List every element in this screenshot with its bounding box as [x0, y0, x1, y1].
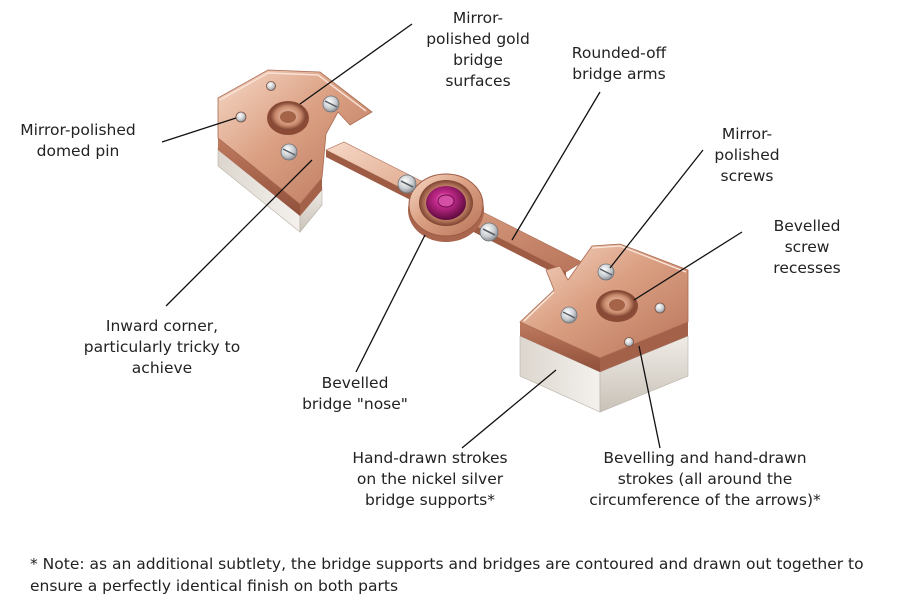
- screw-icon: [280, 143, 298, 161]
- screw-icon: [560, 306, 578, 324]
- left-bridge-side-right: [300, 178, 322, 216]
- right-block-details: [560, 263, 666, 347]
- label-screws: Mirror- polished screws: [714, 125, 780, 185]
- label-supports-strokes: Hand-drawn strokes on the nickel silver …: [352, 449, 508, 509]
- label-bridge-nose: Bevelled bridge "nose": [302, 374, 408, 413]
- label-inward-corner: Inward corner, particularly tricky to ac…: [83, 317, 241, 377]
- label-domed-pin: Mirror-polished domed pin: [20, 121, 136, 160]
- footnote: * Note: as an additional subtlety, the b…: [30, 555, 864, 595]
- domed-pin-icon: [624, 337, 634, 347]
- label-rounded-off-bridge-arms: Rounded-off bridge arms: [571, 44, 667, 83]
- domed-pin-icon: [654, 302, 666, 314]
- leader-screws: [609, 149, 704, 269]
- screw-icon: [397, 174, 417, 194]
- right-bridge-side-right: [600, 322, 688, 372]
- leader-domed-pin: [161, 117, 237, 143]
- label-gold-bridge-surfaces: Mirror- polished gold bridge surfaces: [426, 9, 530, 90]
- domed-pin-icon: [235, 111, 247, 123]
- center-jewel-setting: [397, 173, 499, 242]
- right-bridge-side: [520, 322, 600, 372]
- screw-icon: [479, 222, 499, 242]
- leader-supports: [461, 369, 557, 449]
- right-support-side: [599, 335, 689, 413]
- leader-bevelling: [638, 345, 661, 449]
- label-screw-recesses: Bevelled screw recesses: [773, 217, 841, 277]
- leader-inward-corner: [165, 159, 313, 307]
- leader-gold-surfaces: [299, 23, 413, 105]
- left-bridge-side: [218, 138, 300, 216]
- leader-screw-recesses: [633, 231, 743, 301]
- domed-pin-icon: [266, 81, 276, 91]
- label-bevelling-strokes: Bevelling and hand-drawn strokes (all ar…: [589, 449, 821, 509]
- screw-icon: [322, 95, 340, 113]
- leader-lines: [161, 23, 743, 449]
- leader-bridge-arms: [511, 91, 601, 241]
- leader-bridge-nose: [355, 234, 426, 373]
- left-block-details: [235, 81, 340, 161]
